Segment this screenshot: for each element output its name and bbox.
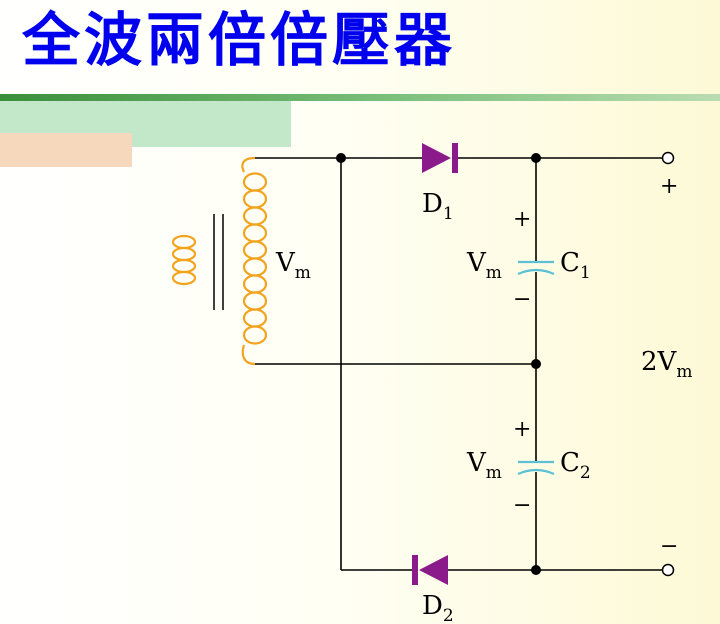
output-minus: − (660, 534, 678, 559)
diode-d2-bar (412, 555, 418, 585)
junction-dot (531, 565, 541, 575)
c2-plate-bottom (517, 468, 555, 476)
junction-dot (531, 359, 541, 369)
c2-plus: + (513, 417, 531, 442)
c2-voltage-label: Vm (466, 448, 502, 483)
transformer: Vm (171, 156, 311, 366)
output-terminal-bottom (661, 563, 675, 577)
output-voltage-label: 2Vm (641, 347, 692, 382)
diode-d1-body (422, 143, 451, 173)
c2-minus: − (513, 493, 531, 518)
capacitor-c2: + − Vm C2 (466, 417, 591, 518)
c1-plate-bottom (517, 268, 555, 276)
c1-voltage-label: Vm (466, 248, 502, 283)
c1-minus: − (513, 287, 531, 312)
primary-coil (171, 234, 197, 286)
output-terminal-top (661, 151, 675, 165)
capacitor-c1: + − Vm C1 (466, 207, 591, 312)
c1-label: C1 (560, 248, 591, 283)
c1-plus: + (513, 207, 531, 232)
junction-dot (336, 153, 346, 163)
c2-label: C2 (560, 448, 591, 483)
secondary-voltage-label: Vm (275, 248, 311, 283)
diode-d2: D2 (412, 555, 454, 624)
secondary-coil (241, 156, 268, 366)
output-plus: + (660, 174, 678, 199)
junction-dot (531, 153, 541, 163)
diode-d1-bar (452, 143, 458, 173)
diode-d1: D1 (422, 143, 458, 224)
d2-label: D2 (422, 591, 454, 624)
circuit-wires (255, 157, 662, 571)
diode-d2-body (419, 555, 448, 585)
slide-title: 全波兩倍倍壓器 (22, 6, 457, 74)
d1-label: D1 (422, 189, 454, 224)
transformer-core (213, 214, 224, 310)
title-underline-bar (0, 94, 720, 101)
decorative-peach-block (0, 133, 132, 167)
